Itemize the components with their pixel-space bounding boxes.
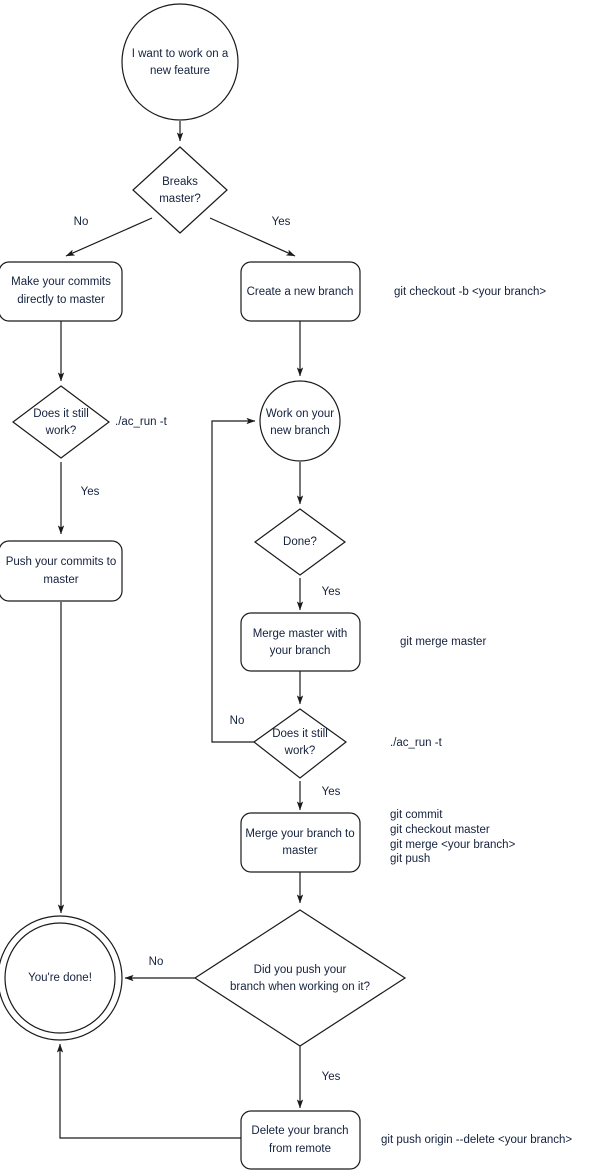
edge-label-right-work-no: No bbox=[230, 715, 245, 727]
edge-label-left-work-yes: Yes bbox=[81, 486, 100, 498]
node-delete-branch-label-line2: from remote bbox=[269, 1143, 331, 1155]
node-work-right-label-line2: work? bbox=[284, 745, 316, 757]
node-done-label: Done? bbox=[283, 536, 317, 548]
edge-labels: No Yes Yes Yes No Yes No Yes bbox=[74, 216, 341, 1083]
annotation-git-commit: git commit bbox=[390, 809, 443, 821]
edge-label-right-work-yes: Yes bbox=[322, 786, 341, 798]
node-breaks-master-label-line1: Breaks bbox=[162, 176, 198, 188]
node-start[interactable]: I want to work on a new feature bbox=[121, 3, 239, 121]
node-make-commits-label-line2: directly to master bbox=[17, 294, 105, 306]
node-merge-branch-label-line1: Merge your branch to bbox=[245, 828, 354, 840]
node-delete-your-branch[interactable]: Delete your branch from remote bbox=[240, 1110, 361, 1170]
node-merge-master-with-branch[interactable]: Merge master with your branch bbox=[240, 612, 361, 672]
node-merge-master-label-line1: Merge master with bbox=[253, 628, 348, 640]
node-did-you-push-branch[interactable]: Did you push your branch when working on… bbox=[193, 909, 407, 1047]
node-work-on-new-branch[interactable]: Work on your new branch bbox=[259, 380, 341, 462]
edge-breaks-yes bbox=[209, 217, 296, 257]
node-make-commits-label-line1: Make your commits bbox=[11, 276, 111, 288]
node-merge-master-label-line2: your branch bbox=[270, 645, 331, 657]
node-did-push-label-line2: branch when working on it? bbox=[230, 981, 370, 993]
node-work-branch-label-line2: new branch bbox=[270, 425, 329, 437]
node-breaks-master[interactable]: Breaks master? bbox=[132, 146, 228, 234]
node-create-branch-label: Create a new branch bbox=[247, 286, 354, 298]
node-breaks-master-label-line2: master? bbox=[159, 193, 201, 205]
edges bbox=[56, 121, 304, 1139]
annotation-ac-run-right: ./ac_run -t bbox=[390, 737, 443, 749]
node-make-commits-directly[interactable]: Make your commits directly to master bbox=[0, 261, 123, 322]
node-work-left-label-line1: Does it still bbox=[33, 408, 89, 420]
annotation-git-push: git push bbox=[390, 853, 430, 865]
node-push-commits-label-line2: master bbox=[43, 574, 78, 586]
annotation-ac-run-left: ./ac_run -t bbox=[115, 416, 168, 428]
edge-label-breaks-no: No bbox=[74, 216, 89, 228]
edge-label-push-yes: Yes bbox=[322, 1071, 341, 1083]
annotation-git-merge-master: git merge master bbox=[400, 636, 486, 648]
node-merge-branch-label-line2: master bbox=[282, 845, 317, 857]
edge-label-push-no: No bbox=[149, 956, 164, 968]
edge-check-no-loop-back bbox=[211, 417, 256, 743]
node-does-it-still-work-left[interactable]: Does it still work? bbox=[12, 385, 110, 459]
node-youre-done[interactable]: You're done! bbox=[0, 915, 123, 1041]
edge-breaks-no bbox=[65, 217, 153, 257]
node-work-right-label-line1: Does it still bbox=[272, 728, 328, 740]
node-work-left-label-line2: work? bbox=[45, 425, 77, 437]
node-youre-done-label: You're done! bbox=[28, 972, 92, 984]
annotation-git-checkout-master: git checkout master bbox=[390, 824, 490, 836]
node-push-your-commits[interactable]: Push your commits to master bbox=[0, 540, 123, 602]
node-start-label-line1: I want to work on a bbox=[132, 48, 229, 60]
annotation-git-push-origin-delete: git push origin --delete <your branch> bbox=[381, 1134, 572, 1146]
node-work-branch-label-line1: Work on your bbox=[266, 408, 334, 420]
annotations: git checkout -b <your branch> ./ac_run -… bbox=[115, 286, 572, 1146]
node-start-label-line2: new feature bbox=[150, 65, 210, 77]
node-does-it-still-work-right[interactable]: Does it still work? bbox=[252, 708, 348, 779]
node-delete-branch-label-line1: Delete your branch bbox=[251, 1125, 348, 1137]
node-push-commits-label-line1: Push your commits to bbox=[6, 556, 117, 568]
node-done-question[interactable]: Done? bbox=[253, 508, 347, 576]
node-did-push-label-line1: Did you push your bbox=[254, 964, 347, 976]
annotation-git-merge-branch: git merge <your branch> bbox=[390, 839, 516, 851]
node-merge-your-branch-to-master[interactable]: Merge your branch to master bbox=[240, 812, 361, 873]
edge-label-done-yes: Yes bbox=[322, 586, 341, 598]
node-create-new-branch[interactable]: Create a new branch bbox=[240, 261, 361, 322]
annotation-git-checkout-b: git checkout -b <your branch> bbox=[394, 286, 546, 298]
edge-delete-to-done bbox=[56, 1043, 241, 1139]
edge-label-breaks-yes: Yes bbox=[272, 216, 291, 228]
